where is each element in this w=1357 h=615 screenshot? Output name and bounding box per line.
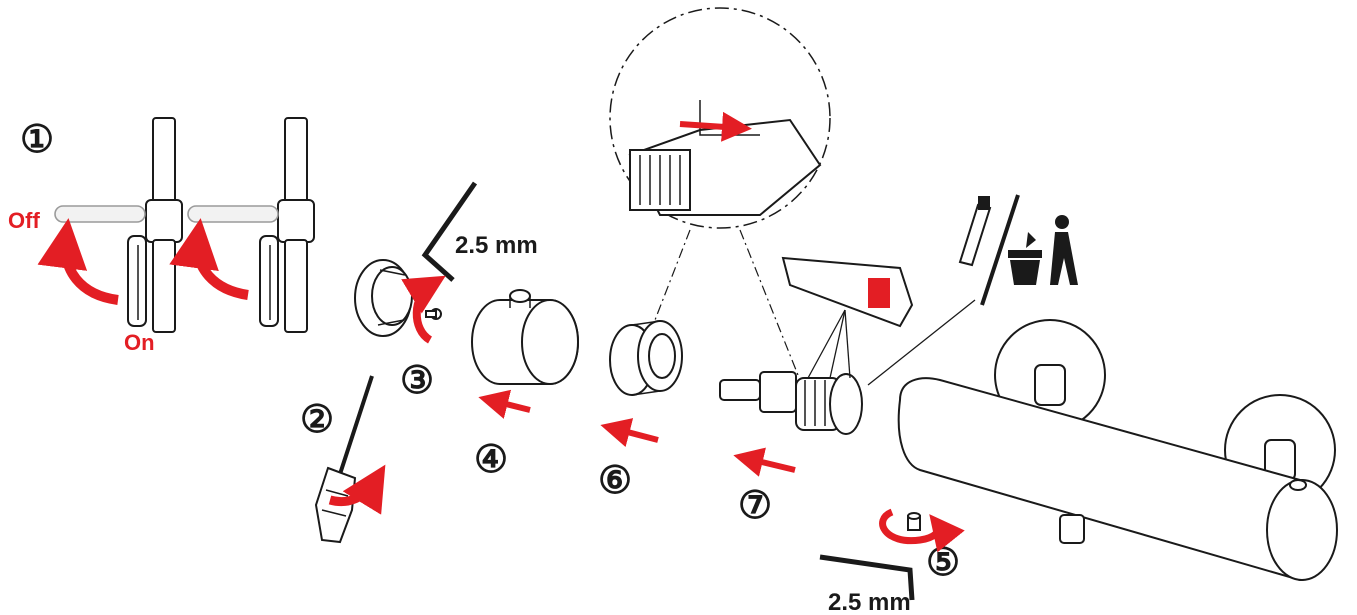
label-off: Off (8, 208, 40, 233)
step-5-number: ⑤ (926, 542, 960, 584)
trash-bin-icon (1008, 215, 1078, 285)
turn-arrow-icon-2 (169, 218, 249, 300)
zoom-detail (609, 7, 831, 381)
grease-tube-icon (781, 256, 914, 328)
label-hex-key-bottom: 2.5 mm (828, 589, 911, 615)
handle-off-ghost (54, 205, 146, 223)
step-1-valves: ① Off On (8, 117, 315, 355)
direction-arrow-icon-7 (733, 447, 796, 477)
brush-icon (958, 196, 992, 267)
valve-left (54, 117, 183, 333)
handle-off-ghost-2 (187, 205, 279, 223)
hex-key-icon (421, 181, 478, 282)
step-7-cartridge: ⑦ (719, 256, 914, 527)
hex-key-icon-2 (819, 554, 915, 601)
sleeve-icon (471, 289, 579, 385)
turn-arrow-icon (37, 218, 119, 305)
direction-arrow-icon-4 (478, 389, 531, 419)
detail-cartridge-closeup (628, 100, 822, 216)
screw-icon (425, 308, 442, 320)
label-hex-key-top: 2.5 mm (455, 232, 538, 259)
disposal-group (867, 194, 1078, 386)
grub-screw-icon (907, 512, 921, 531)
step-1-number: ① (20, 119, 54, 161)
valve-right (187, 117, 315, 333)
step-5-grub-screw: ⑤ 2.5 mm (819, 508, 965, 615)
step-4-sleeve: ④ (471, 289, 579, 481)
step-2-number: ② (300, 399, 334, 441)
step-4-number: ④ (474, 439, 508, 481)
adapter-ring-icon (609, 320, 683, 396)
detail-arrow-icon (679, 111, 752, 142)
rotate-arrow-icon (328, 464, 386, 515)
direction-arrow-icon-6 (600, 418, 659, 448)
step-7-number: ⑦ (738, 485, 772, 527)
step-6-adapter: ⑥ (598, 320, 683, 502)
handle-cap-icon (354, 259, 413, 337)
rotate-arrow-icon-3 (401, 275, 446, 344)
shower-mixer-body (897, 319, 1338, 582)
label-on: On (124, 330, 155, 355)
cartridge-icon (719, 371, 863, 435)
rotate-arrow-icon-5 (879, 508, 965, 553)
step-2-screwdriver: ② (300, 375, 386, 544)
separator-slash (980, 194, 1020, 306)
step-3-number: ③ (400, 360, 434, 402)
step-3-cap-removal: ③ 2.5 mm (354, 181, 538, 402)
step-6-number: ⑥ (598, 460, 632, 502)
